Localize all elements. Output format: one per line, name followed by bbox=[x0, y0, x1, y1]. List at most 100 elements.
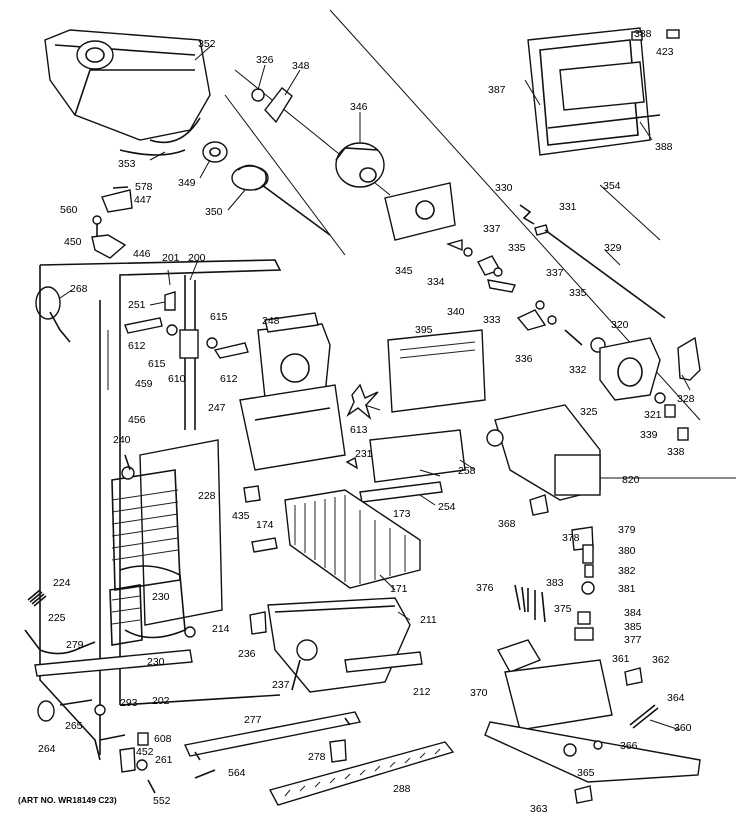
cover-328 bbox=[677, 336, 701, 381]
shield-368 bbox=[529, 494, 549, 516]
callout-615b: 615 bbox=[210, 311, 228, 323]
disc-381 bbox=[581, 581, 595, 595]
callout-335b: 335 bbox=[569, 287, 587, 299]
callout-321: 321 bbox=[644, 409, 662, 421]
callout-258: 258 bbox=[458, 465, 476, 477]
callout-383: 383 bbox=[546, 577, 564, 589]
bracket-612a bbox=[124, 317, 163, 334]
callout-385: 385 bbox=[624, 621, 642, 633]
base-grille bbox=[268, 741, 455, 806]
control-board-395 bbox=[387, 329, 486, 413]
wire-harness-375 bbox=[534, 590, 546, 623]
callout-247: 247 bbox=[208, 402, 226, 414]
auger-coupling bbox=[202, 141, 228, 163]
callout-368: 368 bbox=[498, 518, 516, 530]
clip-362 bbox=[624, 667, 643, 686]
callout-435: 435 bbox=[232, 510, 250, 522]
callout-354: 354 bbox=[603, 180, 621, 192]
callout-237: 237 bbox=[272, 679, 290, 691]
callout-332: 332 bbox=[569, 364, 587, 376]
callout-320: 320 bbox=[611, 319, 629, 331]
callout-615a: 615 bbox=[148, 358, 166, 370]
callout-333: 333 bbox=[483, 314, 501, 326]
wire-harness-376 bbox=[514, 584, 529, 613]
callout-338: 338 bbox=[667, 446, 685, 458]
callout-325: 325 bbox=[580, 406, 598, 418]
screw-261 bbox=[136, 759, 148, 771]
nut-385 bbox=[577, 611, 591, 625]
callout-329: 329 bbox=[604, 242, 622, 254]
screw-564 bbox=[194, 769, 216, 779]
callout-231: 231 bbox=[355, 448, 373, 460]
callout-labels: 352 326 348 346 353 349 350 578 447 560 … bbox=[38, 28, 695, 815]
callout-366: 366 bbox=[620, 740, 638, 752]
clip-423 bbox=[666, 29, 680, 39]
bolt-293 bbox=[94, 704, 106, 716]
callout-337a: 337 bbox=[483, 223, 501, 235]
callout-264: 264 bbox=[38, 743, 56, 755]
screw-231 bbox=[345, 456, 358, 470]
callout-350: 350 bbox=[205, 206, 223, 218]
light-socket bbox=[35, 286, 71, 343]
callout-214: 214 bbox=[212, 623, 230, 635]
bracket-348 bbox=[264, 87, 293, 124]
ice-door-assembly bbox=[527, 27, 680, 156]
callout-384: 384 bbox=[624, 607, 642, 619]
callout-388b: 388 bbox=[655, 141, 673, 153]
callout-261: 261 bbox=[155, 754, 173, 766]
bumper-435 bbox=[243, 485, 261, 503]
callout-387: 387 bbox=[488, 84, 506, 96]
spring-224 bbox=[27, 589, 47, 607]
callout-202: 202 bbox=[152, 695, 170, 707]
screw-265 bbox=[59, 699, 93, 706]
callout-446: 446 bbox=[133, 248, 151, 260]
callout-265: 265 bbox=[65, 720, 83, 732]
callout-362: 362 bbox=[652, 654, 670, 666]
callout-331: 331 bbox=[559, 201, 577, 213]
callout-228: 228 bbox=[198, 490, 216, 502]
callout-200: 200 bbox=[188, 252, 206, 264]
callout-352: 352 bbox=[198, 38, 216, 50]
callout-334: 334 bbox=[427, 276, 445, 288]
callout-560: 560 bbox=[60, 204, 78, 216]
callout-254: 254 bbox=[438, 501, 456, 513]
washer-615a bbox=[166, 324, 178, 336]
callout-339: 339 bbox=[640, 429, 658, 441]
clip-174 bbox=[251, 537, 278, 553]
callout-610: 610 bbox=[168, 373, 186, 385]
callout-224: 224 bbox=[53, 577, 71, 589]
callout-293: 293 bbox=[120, 697, 138, 709]
roller-264 bbox=[37, 700, 55, 722]
callout-335a: 335 bbox=[508, 242, 526, 254]
callout-380: 380 bbox=[618, 545, 636, 557]
cap-363 bbox=[574, 785, 593, 804]
control-box-assembly bbox=[484, 639, 701, 783]
callout-173: 173 bbox=[393, 508, 411, 520]
callout-230b: 230 bbox=[147, 656, 165, 668]
wire-basket bbox=[284, 489, 421, 589]
screw-230b bbox=[184, 626, 196, 638]
evaporator bbox=[109, 439, 223, 646]
spring-382 bbox=[584, 564, 594, 578]
cam-278 bbox=[329, 739, 347, 763]
callout-277: 277 bbox=[244, 714, 262, 726]
art-number: (ART NO. WR18149 C23) bbox=[18, 795, 117, 805]
rail-279 bbox=[34, 649, 193, 677]
callout-363: 363 bbox=[530, 803, 548, 815]
callout-423: 423 bbox=[656, 46, 674, 58]
callout-456: 456 bbox=[128, 414, 146, 426]
callout-174: 174 bbox=[256, 519, 274, 531]
callout-211: 211 bbox=[420, 614, 437, 626]
clip-608 bbox=[137, 732, 149, 746]
callout-382: 382 bbox=[618, 565, 636, 577]
auger-assembly bbox=[231, 164, 331, 236]
callout-353: 353 bbox=[118, 158, 136, 170]
callout-240: 240 bbox=[113, 434, 131, 446]
callout-379: 379 bbox=[618, 524, 636, 536]
callout-447: 447 bbox=[134, 194, 152, 206]
callout-613: 613 bbox=[350, 424, 368, 436]
callout-381: 381 bbox=[618, 583, 636, 595]
washer-337b bbox=[535, 300, 545, 310]
